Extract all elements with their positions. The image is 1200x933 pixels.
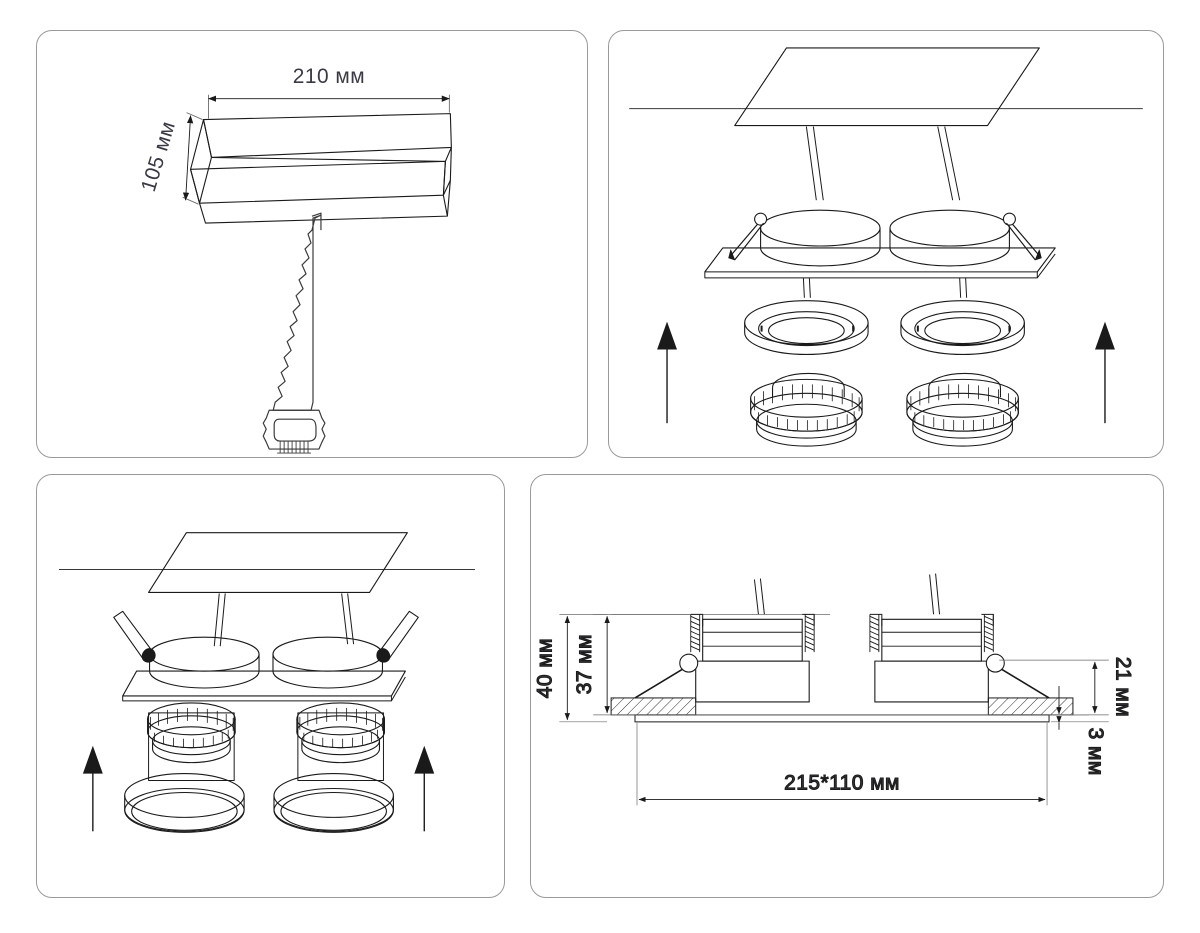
- dimension-recess-depth: 21 мм: [999, 656, 1135, 718]
- coil-spring-right-a: [869, 613, 883, 653]
- trim-plate: [634, 714, 1050, 723]
- housing-left: [149, 636, 260, 689]
- arrow-up-left: [82, 745, 103, 832]
- arrow-up-left: [657, 321, 677, 424]
- housing-right: [889, 209, 1010, 267]
- panel-spring-clips: [36, 474, 505, 898]
- housing-left: [760, 209, 881, 267]
- bracket-left: [148, 712, 235, 782]
- dimension-width: 210 мм: [208, 65, 450, 119]
- spring-clip-right: [1002, 212, 1042, 261]
- label-cutout-depth: 105 мм: [137, 119, 180, 195]
- cables-lower: [802, 277, 968, 298]
- heatsink-right: [906, 372, 1019, 447]
- light-module-left: [744, 300, 869, 356]
- coil-spring-right-b: [981, 613, 994, 653]
- dimension-total-height: 40 мм: [533, 613, 608, 723]
- dimension-trim-thickness: 3 мм: [1051, 686, 1109, 776]
- housing-right: [272, 636, 384, 689]
- coil-spring-left-b: [802, 613, 815, 653]
- ceiling-plane: [148, 532, 408, 593]
- section-fixture-right: [869, 573, 1074, 716]
- spring-clip-left: [728, 212, 768, 261]
- cables-upper: [213, 593, 355, 647]
- heatsink-left: [750, 372, 863, 447]
- panel-cross-section: 40 мм 37 мм 215*110 мм: [530, 474, 1164, 898]
- cutout-block: [190, 113, 452, 224]
- dimension-body-height: 37 мм: [573, 613, 691, 716]
- label-total-height: 40 мм: [533, 638, 556, 698]
- spring-clip-left-raised: [113, 610, 156, 663]
- ceiling-plane: [734, 47, 1040, 127]
- arrow-up-right: [414, 745, 435, 832]
- keyhole-saw: [262, 212, 326, 454]
- light-module-right: [900, 300, 1025, 356]
- label-cutout-width: 210 мм: [293, 65, 365, 88]
- label-recess-depth: 21 мм: [1112, 657, 1135, 717]
- label-trim-thickness: 3 мм: [1084, 728, 1107, 776]
- label-body-height: 37 мм: [573, 634, 596, 694]
- cables-upper: [805, 126, 961, 201]
- arrow-up-right: [1095, 321, 1115, 424]
- label-cutout-size: 215*110 мм: [784, 772, 900, 795]
- module-assembly-left: [124, 702, 245, 833]
- section-fixture-left: [610, 578, 815, 716]
- panel-cutout-dimensions: 210 мм 105 мм: [36, 30, 588, 458]
- module-assembly-right: [273, 702, 394, 833]
- dimension-cutout-size: 215*110 мм: [636, 722, 1048, 806]
- coil-spring-left-a: [690, 613, 704, 653]
- panel-install-modules: [608, 30, 1164, 458]
- spring-clip-right-raised: [376, 610, 419, 663]
- mounting-frame: [704, 247, 1056, 273]
- bracket-right: [297, 712, 384, 782]
- dimension-depth: 105 мм: [137, 112, 203, 205]
